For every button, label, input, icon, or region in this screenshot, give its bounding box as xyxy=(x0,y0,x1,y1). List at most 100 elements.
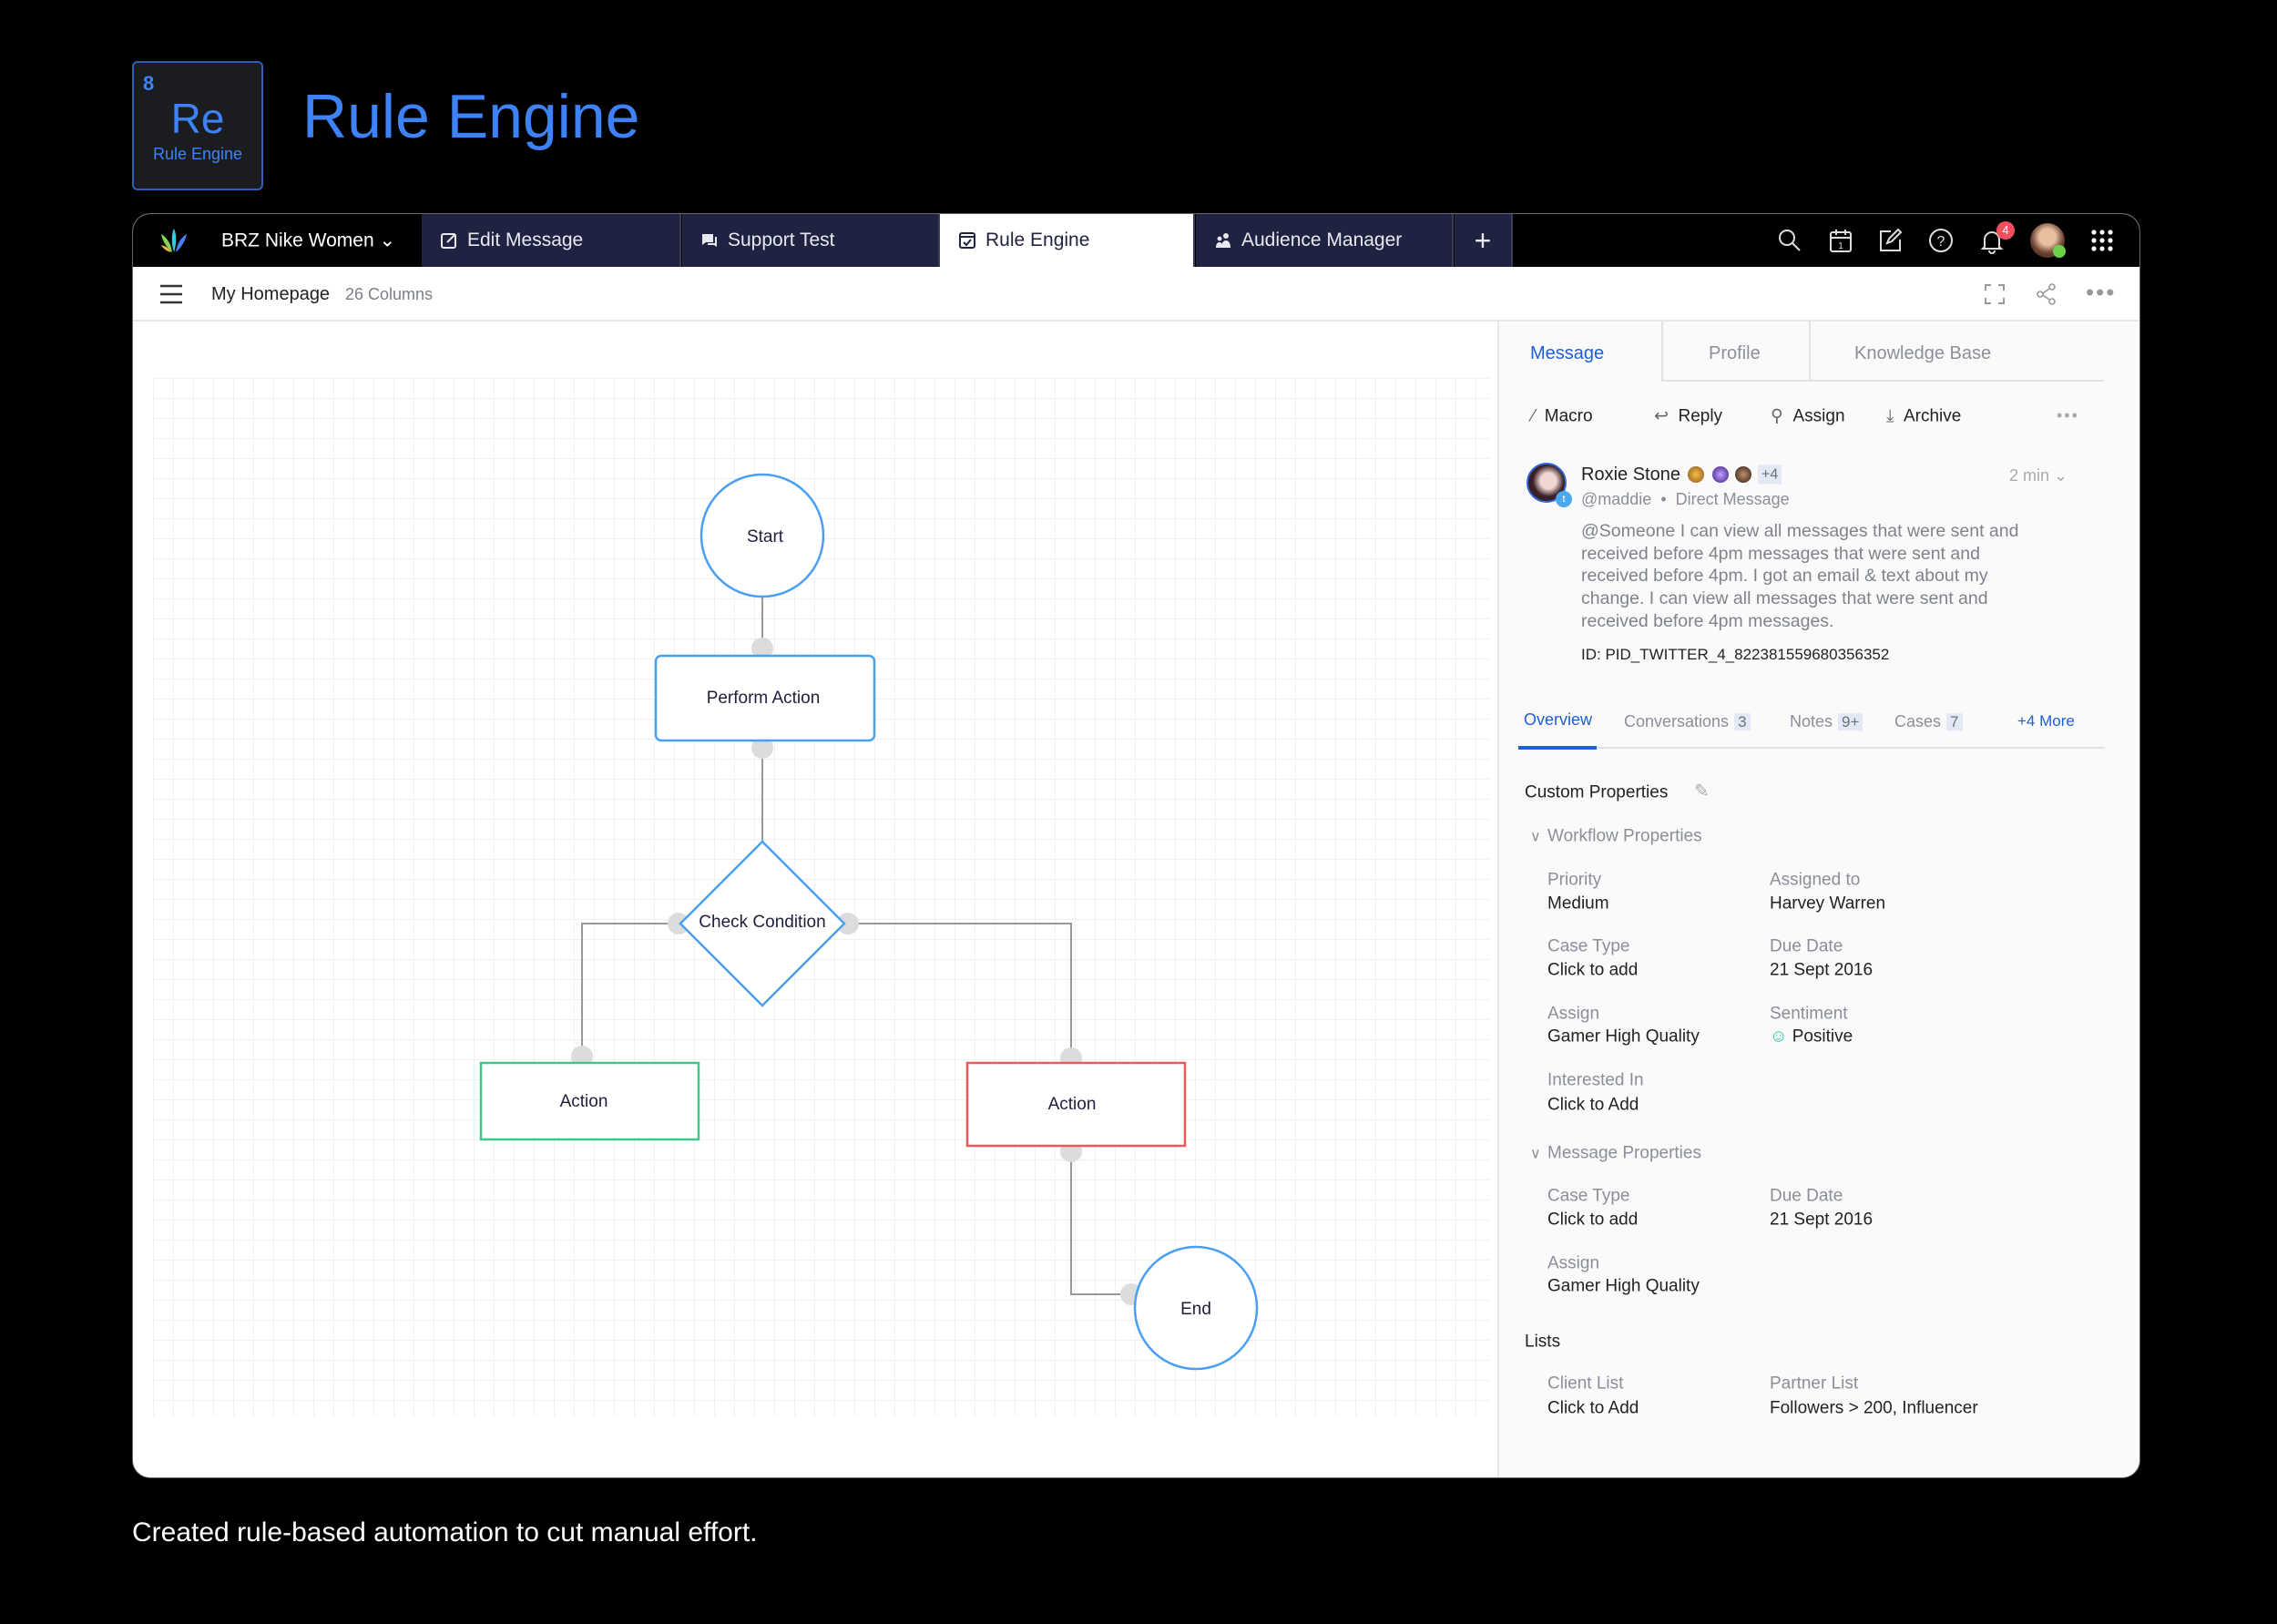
follower-avatar xyxy=(1688,466,1704,483)
more-actions-icon[interactable]: ••• xyxy=(2057,406,2079,425)
field-label: Case Type xyxy=(1547,1186,1630,1206)
chevron-down-icon[interactable]: ∨ xyxy=(1530,829,1541,845)
perform-action-node[interactable] xyxy=(654,654,876,742)
message-id: ID: PID_TWITTER_4_822381559680356352 xyxy=(1581,645,1890,663)
columns-count: 26 Columns xyxy=(345,285,434,304)
follower-avatar xyxy=(1735,466,1751,483)
field-label: Assign xyxy=(1547,1004,1600,1024)
sub-header: My Homepage 26 Columns ••• xyxy=(133,267,2139,322)
time-label: 2 min xyxy=(2009,466,2050,485)
hamburger-menu-icon[interactable] xyxy=(159,284,183,304)
tab-label: Audience Manager xyxy=(1241,230,1403,250)
tab-edit-message[interactable]: Edit Message xyxy=(422,214,681,267)
tab-support-test[interactable]: Support Test xyxy=(682,214,940,267)
chevron-down-icon: ⌄ xyxy=(2054,466,2068,485)
compose-icon[interactable] xyxy=(1876,227,1904,254)
connection-handle[interactable] xyxy=(751,638,773,659)
field-label: Interested In xyxy=(1547,1070,1644,1090)
connection-handle[interactable] xyxy=(668,913,689,935)
bell-icon[interactable] xyxy=(1978,227,2006,254)
assign-value[interactable]: Gamer High Quality xyxy=(1547,1026,1700,1047)
tab-label: Support Test xyxy=(728,230,835,250)
badge-number: 8 xyxy=(143,72,155,95)
subtab-overview[interactable]: Overview xyxy=(1524,710,1593,730)
reply-button[interactable]: ↩ Reply xyxy=(1654,407,1722,428)
message-line: received before 4pm messages that were s… xyxy=(1581,543,1980,564)
apps-grid-icon[interactable] xyxy=(2088,227,2116,254)
assign-label: Assign xyxy=(1792,406,1845,426)
smiley-icon: ☺ xyxy=(1770,1026,1788,1047)
top-bar: BRZ Nike Women ⌄ Edit Message Support Te… xyxy=(133,214,2139,267)
more-options-icon[interactable]: ••• xyxy=(2086,278,2117,306)
checklist-icon xyxy=(959,232,975,249)
fullscreen-icon[interactable] xyxy=(1984,283,2006,305)
client-list-value[interactable]: Click to Add xyxy=(1547,1398,1639,1418)
calendar-icon[interactable]: 1 xyxy=(1827,227,1854,254)
assign-value[interactable]: Gamer High Quality xyxy=(1547,1276,1700,1296)
connectors xyxy=(581,597,1135,1295)
due-date-value[interactable]: 21 Sept 2016 xyxy=(1770,960,1874,980)
connector-line xyxy=(1070,1146,1135,1295)
svg-text:1: 1 xyxy=(1838,241,1843,251)
help-icon[interactable]: ? xyxy=(1927,227,1955,254)
message-line: received before 4pm. I got an email & te… xyxy=(1581,566,1988,587)
left-action-label: Action xyxy=(560,1092,608,1111)
subtab-label: Cases xyxy=(1894,712,1942,731)
message-properties-header[interactable]: Message Properties xyxy=(1547,1143,1701,1163)
brand-logo-icon xyxy=(161,229,187,252)
chevron-down-icon[interactable]: ∨ xyxy=(1530,1146,1541,1162)
priority-value[interactable]: Medium xyxy=(1547,894,1609,914)
archive-button[interactable]: ⤓ Archive xyxy=(1886,407,1961,428)
workflow-properties-header[interactable]: Workflow Properties xyxy=(1547,826,1702,846)
page-title: Rule Engine xyxy=(302,82,640,151)
users-icon xyxy=(1216,233,1230,248)
notification-badge: 4 xyxy=(1996,221,2015,240)
tab-knowledge-base[interactable]: Knowledge Base xyxy=(1854,343,1992,363)
connection-handle[interactable] xyxy=(837,913,859,935)
check-condition-label: Check Condition xyxy=(699,913,825,932)
partner-list-value[interactable]: Followers > 200, Influencer xyxy=(1770,1398,1978,1418)
check-condition-node[interactable] xyxy=(679,840,846,1007)
macro-button[interactable]: ⁄ Macro xyxy=(1532,407,1593,428)
case-type-value[interactable]: Click to add xyxy=(1547,960,1639,980)
right-action-node[interactable] xyxy=(965,1061,1187,1148)
search-icon[interactable] xyxy=(1776,227,1803,254)
message-body: @Someone I can view all messages that we… xyxy=(1581,520,2018,633)
badge-symbol: Re xyxy=(170,95,225,142)
more-tabs-link[interactable]: +4 More xyxy=(2017,711,2075,730)
count-badge: 7 xyxy=(1946,713,1963,731)
tab-audience-manager[interactable]: Audience Manager xyxy=(1196,214,1454,267)
workspace-selector[interactable]: BRZ Nike Women ⌄ xyxy=(221,229,395,251)
assigned-to-value[interactable]: Harvey Warren xyxy=(1770,894,1886,914)
more-followers-count[interactable]: +4 xyxy=(1758,465,1782,485)
end-node[interactable] xyxy=(1133,1245,1259,1371)
tab-profile[interactable]: Profile xyxy=(1709,343,1761,363)
homepage-title[interactable]: My Homepage xyxy=(211,284,331,304)
perform-action-label: Perform Action xyxy=(707,689,821,708)
chat-icon xyxy=(702,234,717,247)
tab-rule-engine[interactable]: Rule Engine xyxy=(940,214,1195,267)
sentiment-value[interactable]: ☺ Positive xyxy=(1770,1027,1853,1048)
connection-handle[interactable] xyxy=(751,737,773,759)
assign-button[interactable]: ⚲ Assign xyxy=(1771,407,1845,428)
message-line: received before 4pm messages. xyxy=(1581,610,1834,631)
case-type-value[interactable]: Click to add xyxy=(1547,1210,1639,1230)
pencil-icon[interactable]: ✎ xyxy=(1694,781,1710,802)
due-date-value[interactable]: 21 Sept 2016 xyxy=(1770,1210,1874,1230)
tab-message[interactable]: Message xyxy=(1530,343,1605,363)
field-label: Priority xyxy=(1547,870,1602,890)
field-label: Sentiment xyxy=(1770,1004,1848,1024)
left-action-node[interactable] xyxy=(479,1061,700,1141)
interested-in-value[interactable]: Click to Add xyxy=(1547,1095,1639,1115)
share-icon[interactable] xyxy=(2036,283,2057,305)
sender-name[interactable]: Roxie Stone xyxy=(1581,465,1680,485)
sender-meta: @maddie • Direct Message xyxy=(1581,490,1790,509)
caption: Created rule-based automation to cut man… xyxy=(132,1517,758,1547)
start-node[interactable] xyxy=(699,473,825,598)
add-tab-button[interactable]: + xyxy=(1455,214,1513,267)
message-time[interactable]: 2 min ⌄ xyxy=(2009,466,2068,486)
